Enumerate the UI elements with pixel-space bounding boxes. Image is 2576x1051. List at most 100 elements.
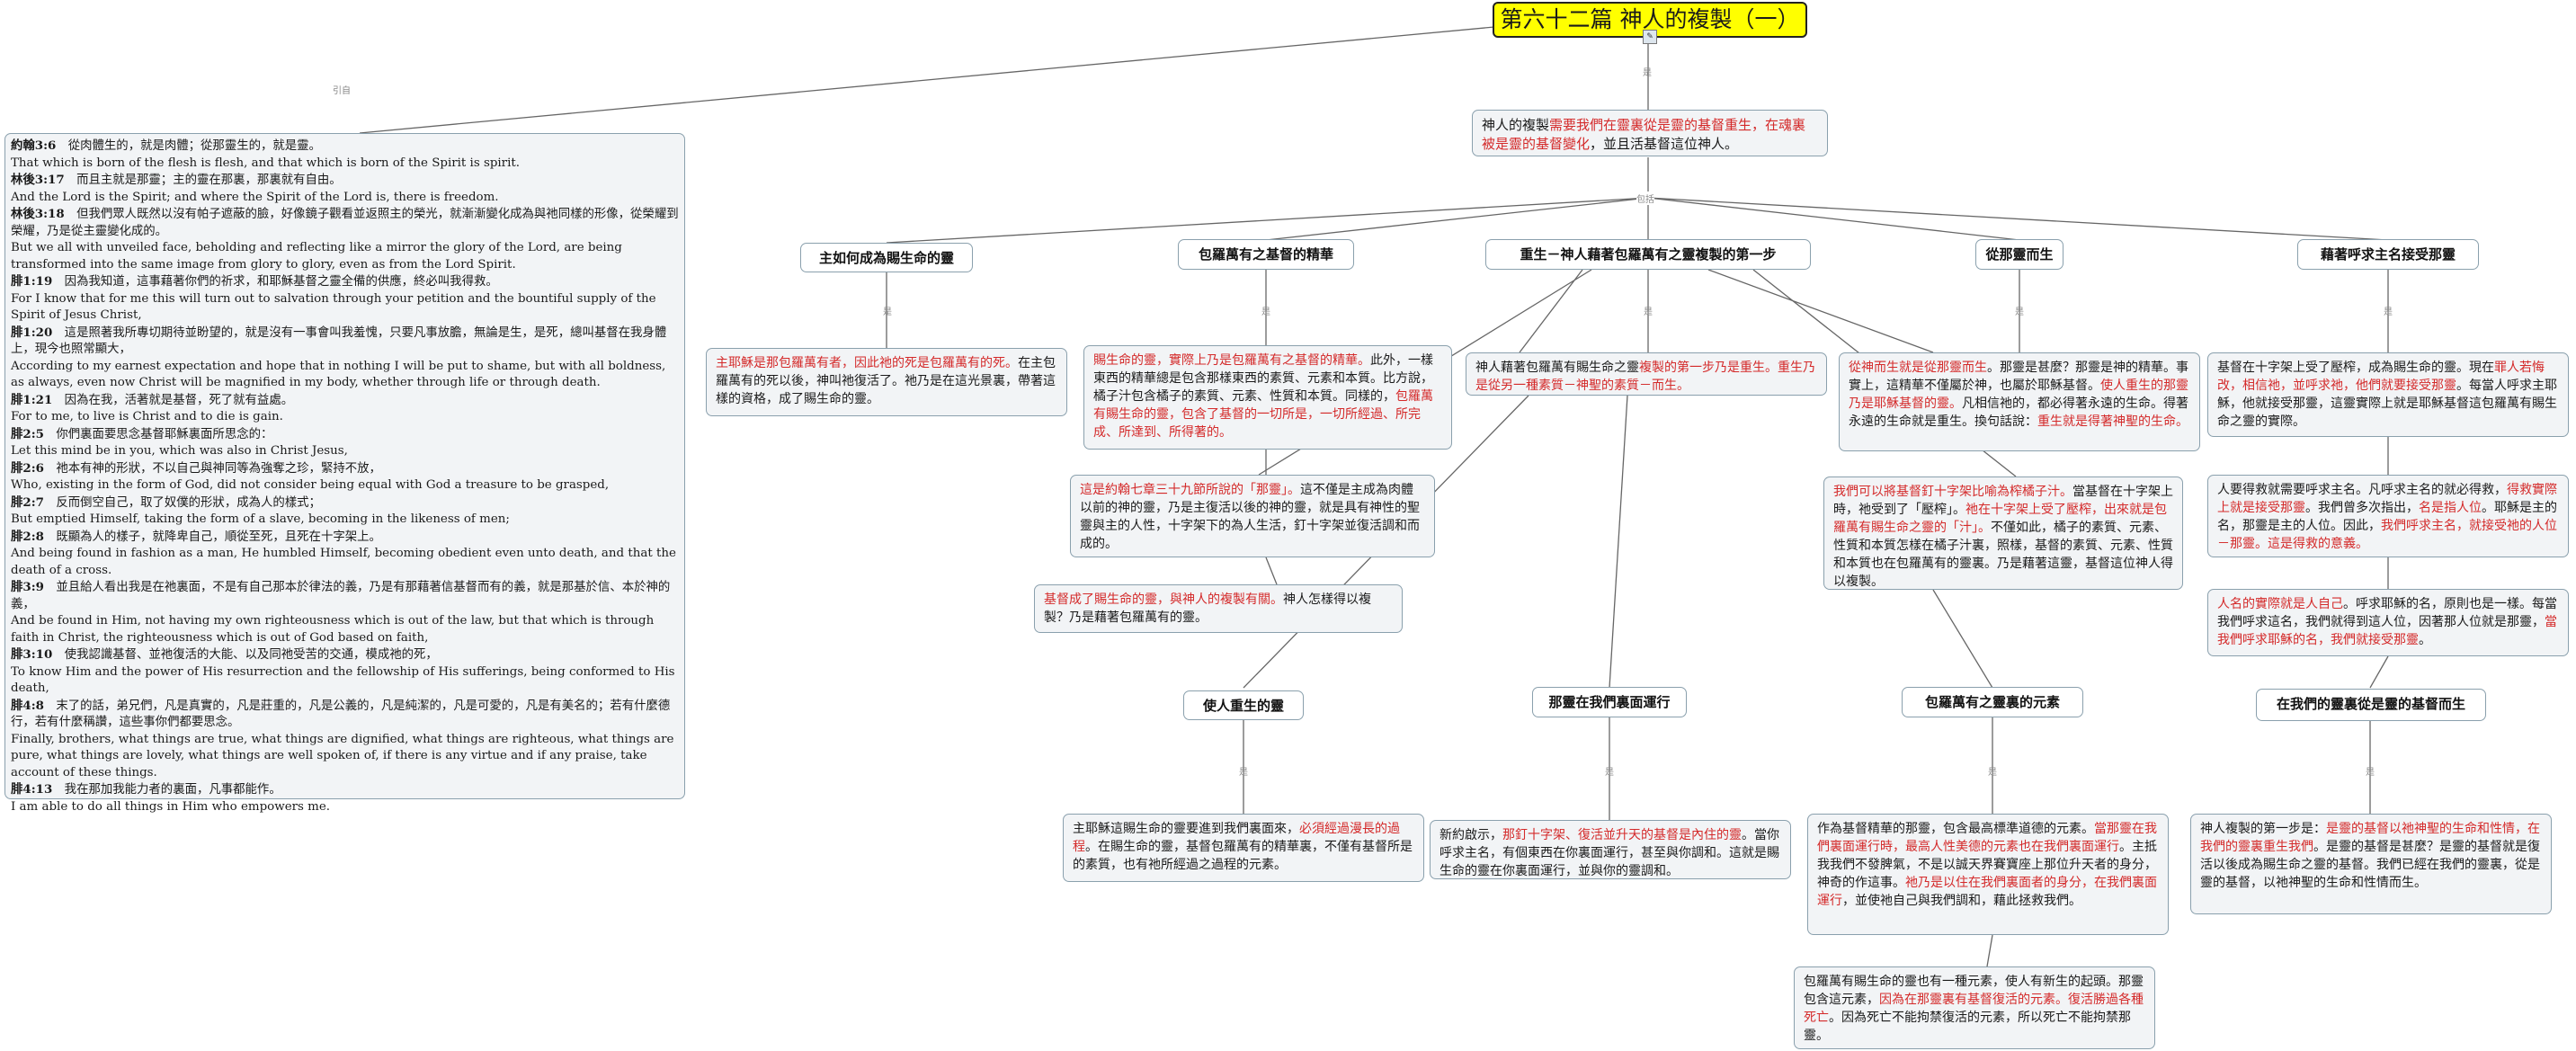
- verse-chinese: 既顯為人的樣子，就降卑自己，順從至死，且死在十字架上。: [43, 530, 381, 544]
- main-point: 神人的複製需要我們在靈裏從是靈的基督重生，在魂裏被是靈的基督變化，並且活基督這位…: [1472, 110, 1828, 156]
- note-highest-virtue-element: 作為基督精華的那靈，包含最高標準道德的元素。當那靈在我們裏面運行時，最高人性美德…: [1807, 814, 2169, 935]
- note-text: 不僅如此，橘子的素質、元素、性質和本質怎樣在橘子汁裏，照樣，基督的素質、元素、性…: [1833, 521, 2173, 589]
- highlight-text: 得救實際上就是接受那靈: [2217, 483, 2557, 515]
- verse-ref: 腓1:20: [11, 325, 53, 340]
- note-icon[interactable]: ✎: [1643, 30, 1657, 44]
- subtopic-born-in-spirit[interactable]: 在我們的靈裏從是靈的基督而生: [2256, 689, 2486, 721]
- verse-english: That which is born of the flesh is flesh…: [11, 156, 521, 170]
- note-first-step-born-again: 神人複製的第一步是：是靈的基督以祂神聖的生命和性情，在我們的靈裏重生我們。是靈的…: [2190, 814, 2552, 914]
- verse-english: But emptied Himself, taking the form of …: [11, 512, 510, 526]
- note-text: 。: [2419, 633, 2431, 647]
- note-text: 人要得救就需要呼求主名。凡呼求主名的就必得救，: [2217, 483, 2507, 497]
- highlight-text: 基督成了賜生命的靈，與神人的複製有關。: [1044, 592, 1283, 607]
- verse-chinese: 從肉體生的，就是肉體；從那靈生的，就是靈。: [56, 139, 321, 153]
- note-first-step-regeneration: 神人藉著包羅萬有賜生命之靈複製的第一步乃是重生。重生乃是從另一種素質－神聖的素質…: [1466, 352, 1827, 396]
- highlight-text: 因為在那靈裏有基督復活的元素。復活勝過各種死亡: [1804, 993, 2144, 1025]
- topic-4[interactable]: 從那靈而生: [1975, 239, 2063, 270]
- verse-chinese: 你們裏面要思念基督耶穌裏面所思念的：: [43, 427, 273, 441]
- verse-chinese: 我在那加我能力者的裏面，凡事都能作。: [52, 783, 281, 797]
- edge-label-is: 是: [1605, 768, 1614, 778]
- note-orange-juice: 我們可以將基督釘十字架比喻為榨橘子汁。當基督在十字架上時，祂受到了「壓榨」。祂在…: [1823, 477, 2183, 590]
- highlight-text: 使人重生的那靈乃是耶穌基督的靈。: [1849, 379, 2188, 411]
- note-essence-of-christ: 賜生命的靈，實際上乃是包羅萬有之基督的精華。此外，一樣東西的精華總是包含那樣東西…: [1083, 345, 1452, 450]
- note-text: 凡相信祂的，都必得著永遠的生命。得著永遠的生命就是重生。換句話說：: [1849, 396, 2188, 429]
- verse-ref: 腓1:21: [11, 392, 53, 407]
- note-text: 新約啟示，: [1440, 828, 1502, 842]
- verse-ref: 腓1:19: [11, 274, 53, 289]
- verse-english: According to my earnest expectation and …: [11, 359, 666, 390]
- highlight-text: 我們呼求主名，就接受祂的人位－那靈。這是得救的意義。: [2217, 519, 2557, 551]
- topic-1[interactable]: 主如何成為賜生命的靈: [800, 243, 973, 272]
- note-text: 。我們曾多次指出，: [2305, 501, 2419, 515]
- highlight-text: 那釘十字架、復活並升天的基督是內住的靈: [1502, 828, 1742, 842]
- highlight-text: 是靈的基督以祂神聖的生命和性情，在我們的靈裏重生我們: [2200, 822, 2540, 854]
- verse-chinese: 祂本有神的形狀，不以自己與神同等為強奪之珍，緊持不放，: [43, 461, 381, 476]
- note-all-inclusive-death: 主耶穌是那包羅萬有者，因此祂的死是包羅萬有的死。在主包羅萬有的死以後，神叫祂復活…: [706, 348, 1067, 416]
- note-receive-spirit: 基督在十字架上受了壓榨，成為賜生命的靈。現在罪人若悔改，相信祂，並呼求祂，他們就…: [2207, 352, 2569, 437]
- verse-ref: 林後3:18: [11, 207, 65, 221]
- note-the-spirit-john-739: 這是約翰七章三十九節所說的「那靈」。這不僅是主成為肉體以前的神的靈，乃是主復活以…: [1070, 475, 1435, 557]
- note-text: 。呼求耶穌的名，原則也是一樣。每當我們呼求這名，我們就得到這人位，因著那人位就是…: [2217, 597, 2557, 629]
- highlight-text: 主耶穌是那包羅萬有者，因此祂的死是包羅萬有的死。: [716, 356, 1018, 370]
- note-text: 。在賜生命的靈，基督包羅萬有的精華裏，不僅有基督所是的素質，也有祂所經過之過程的…: [1073, 840, 1413, 872]
- verse-english: Let this mind be in you, which was also …: [11, 444, 348, 458]
- topic-3[interactable]: 重生－神人藉著包羅萬有之靈複製的第一步: [1485, 239, 1811, 270]
- edge-label-is: 是: [1239, 768, 1248, 778]
- note-text: 當基督在十字架上時，祂受到了「壓榨」。: [1833, 485, 2173, 517]
- highlight-text: 需要我們在靈裏從是靈的基督重生，在魂裏被是靈的基督變化: [1482, 117, 1806, 152]
- subtopic-regenerating-spirit[interactable]: 使人重生的靈: [1183, 690, 1304, 720]
- scripture-box: 約翰3:6 從肉體生的，就是肉體；從那靈生的，就是靈。That which is…: [4, 133, 685, 814]
- note-text: 這不僅是主成為肉體以前的神的靈，乃是主復活以後的神的靈，就是具有神性的聖靈與主的…: [1080, 483, 1420, 551]
- highlight-text: 這是約翰七章三十九節所說的「那靈」。: [1080, 483, 1300, 497]
- verse-chinese: 因為在我，活著就是基督，死了就有益處。: [52, 393, 294, 407]
- highlight-text: 我們可以將基督釘十字架比喻為榨橘子汁。: [1833, 485, 2072, 499]
- note-name-is-person: 人名的實際就是人自己。呼求耶穌的名，原則也是一樣。每當我們呼求這名，我們就得到這…: [2207, 589, 2569, 656]
- verse-ref: 腓2:6: [11, 460, 44, 476]
- verse-english: And being found in fashion as a man, He …: [11, 547, 676, 577]
- verse-chinese: 並且給人看出我是在祂裏面，不是有自己那本於律法的義，乃是有那藉著信基督而有的義，…: [11, 581, 671, 611]
- note-text: 。因為死亡不能拘禁復活的元素，所以死亡不能拘禁那靈。: [1804, 1011, 2131, 1043]
- verse-english: For to me, to live is Christ and to die …: [11, 410, 283, 423]
- highlight-text: 人名的實際就是人自己: [2217, 597, 2343, 611]
- topic-5[interactable]: 藉著呼求主名接受那靈: [2297, 239, 2479, 270]
- verse-chinese: 因為我知道，這事藉著你們的祈求，和耶穌基督之靈全備的供應，終必叫我得救。: [52, 275, 498, 289]
- highlight-text: 重生就是得著神聖的生命。: [2037, 414, 2188, 429]
- note-text: 。那靈是甚麼？那靈是神的精華。事實上，這精華不僅屬於神，也屬於耶穌基督。: [1849, 361, 2188, 393]
- edge-label-has: 包括: [1636, 191, 1654, 205]
- verse-chinese: 但我們眾人既然以沒有帕子遮蔽的臉，好像鏡子觀看並返照主的榮光，就漸漸變化成為與祂…: [11, 208, 679, 238]
- edge-label-quote: 引自: [333, 86, 351, 96]
- verse-english: To know Him and the power of His resurre…: [11, 664, 675, 696]
- highlight-text: 包羅萬有賜生命的靈，包含了基督的一切所是，一切所經過、所完成、所達到、所得著的。: [1093, 389, 1433, 440]
- note-born-of-spirit: 從神而生就是從那靈而生。那靈是甚麼？那靈是神的精華。事實上，這精華不僅屬於神，也…: [1839, 352, 2200, 451]
- highlight-text: 名是指人位: [2419, 501, 2482, 515]
- verse-ref: 腓2:5: [11, 426, 44, 441]
- verse-ref: 林後3:17: [11, 173, 65, 187]
- note-text: 主耶穌這賜生命的靈要進到我們裏面來，: [1073, 822, 1299, 836]
- verse-english: Finally, brothers, what things are true,…: [11, 732, 674, 779]
- note-text: 。每當人呼求主耶穌，他就接受那靈，這靈實際上就是耶穌基督這包羅萬有賜生命之靈的實…: [2217, 379, 2557, 429]
- highlight-text: 必須經過漫長的過程: [1073, 822, 1400, 854]
- note-text: 包羅萬有賜生命的靈也有一種元素，使人有新生的起頭。那靈包含這元素，: [1804, 975, 2144, 1007]
- highlight-text: 複製的第一步乃是重生。重生乃是從另一種素質－神聖的素質－而生。: [1475, 361, 1815, 393]
- verse-ref: 腓2:8: [11, 529, 44, 544]
- verse-english: For I know that for me this will turn ou…: [11, 291, 656, 323]
- note-text: 在主包羅萬有的死以後，神叫祂復活了。祂乃是在這光景裏，帶著這樣的資格，成了賜生命…: [716, 356, 1056, 406]
- verse-english: And be found in Him, not having my own r…: [11, 614, 655, 645]
- subtopic-spirit-moving-within[interactable]: 那靈在我們裏面運行: [1532, 687, 1687, 717]
- highlight-text: 祂在十字架上受了壓榨，出來就是包羅萬有賜生命之靈的「汁」。: [1833, 503, 2167, 535]
- highlight-text: 罪人若悔改，相信祂，並呼求祂，他們就要接受那靈: [2217, 361, 2545, 393]
- note-text: ，並使祂自己與我們調和，藉此拯救我們。: [1842, 894, 2081, 908]
- verse-ref: 腓3:9: [11, 580, 44, 594]
- note-text: 神人複製的第一步是：: [2200, 822, 2326, 836]
- note-text: 。耶穌是主的名，那靈是主的人位。因此，: [2217, 501, 2557, 533]
- verse-chinese: 末了的話，弟兄們，凡是真實的，凡是莊重的，凡是公義的，凡是純潔的，凡是可愛的，凡…: [11, 699, 671, 730]
- verse-chinese: 反而倒空自己，取了奴僕的形狀，成為人的樣式；: [43, 495, 321, 510]
- note-text: 。主抵我我們不發脾氣，不是以誠天界賽寶座上那位升天者的身分，神奇的作這事。: [1817, 840, 2157, 890]
- note-indwelling-spirit: 新約啟示，那釘十字架、復活並升天的基督是內住的靈。當你呼求主名，有個東西在你裏面…: [1430, 820, 1791, 879]
- highlight-text: 當我們呼求耶穌的名，我們就接受那靈: [2217, 615, 2557, 647]
- edge-label-is: 是: [1988, 768, 1997, 778]
- note-text: 此外，一樣東西的精華總是包含那樣東西的素質、元素和本質。比方說，橘子汁包含橘子的…: [1093, 353, 1433, 404]
- topic-2[interactable]: 包羅萬有之基督的精華: [1178, 239, 1354, 270]
- note-text: 作為基督精華的那靈，包含最高標準道德的元素。: [1817, 822, 2094, 836]
- subtopic-elements-of-spirit[interactable]: 包羅萬有之靈裏的元素: [1902, 687, 2083, 717]
